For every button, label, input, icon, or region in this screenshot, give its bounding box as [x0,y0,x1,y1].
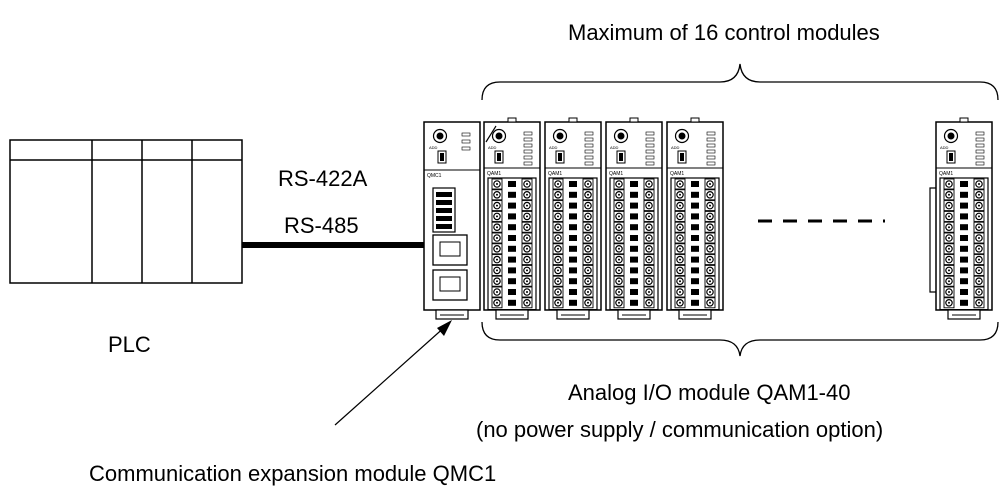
status-led [584,161,594,166]
analog-module-qam1: ADD QAM1 [483,117,541,320]
status-led [523,143,533,148]
status-led [975,137,985,142]
status-led [645,131,655,136]
status-led [523,161,533,166]
status-led [706,131,716,136]
status-led [584,131,594,136]
status-led [975,143,985,148]
status-led [706,143,716,148]
status-led [975,131,985,136]
status-led [523,137,533,142]
analog-addr-label: ADD [940,145,949,150]
analog-addr-label: ADD [610,145,619,150]
comm-module-qmc1: ADD QMC1 [423,121,481,320]
comm-module-label: QMC1 [427,173,442,179]
status-led [584,155,594,160]
status-led [645,143,655,148]
analog-addr-label: ADD [671,145,680,150]
analog-module-qam1: ADD QAM1 [544,117,602,320]
status-led [584,137,594,142]
analog-addr-label: ADD [549,145,558,150]
status-led [975,155,985,160]
top-brace [481,63,999,101]
status-led [523,149,533,154]
communication-cable [242,242,448,248]
analog-module-label: QAM1 [670,171,684,177]
rs422a-label: RS-422A [278,166,368,191]
analog-addr-label: ADD [488,145,497,150]
status-led [975,161,985,166]
analog-module-label: QAM1 [487,171,501,177]
analog-module-label-line1: Analog I/O module QAM1-40 [568,380,851,405]
comm-module-label-caption: Communication expansion module QMC1 [89,461,497,486]
analog-module-label-line2: (no power supply / communication option) [476,417,884,442]
status-led [975,149,985,154]
status-led [584,149,594,154]
analog-module-label: QAM1 [939,171,953,177]
status-led [645,155,655,160]
analog-module-label: QAM1 [548,171,562,177]
status-led [523,131,533,136]
status-led [645,137,655,142]
plc-rack [9,139,243,284]
status-led [523,155,533,160]
analog-modules: ADD QAM1 ADD QAM1 ADD QAM1 ADD QAM1 ADD QAM1 [483,117,993,320]
analog-module-label: QAM1 [609,171,623,177]
status-led [706,137,716,142]
plc-label: PLC [108,332,151,357]
analog-module-qam1: ADD QAM1 [929,117,993,320]
status-led [645,161,655,166]
status-led [706,155,716,160]
status-led [645,149,655,154]
pointer-arrowhead [437,320,452,336]
rs485-label: RS-485 [284,213,359,238]
comm-addr-label: ADD [429,145,438,150]
analog-module-qam1: ADD QAM1 [666,117,724,320]
bottom-brace [481,321,999,357]
status-led [706,149,716,154]
status-led [584,143,594,148]
max-modules-label: Maximum of 16 control modules [568,20,880,45]
pointer-line [334,324,448,426]
status-led [706,161,716,166]
analog-module-qam1: ADD QAM1 [605,117,663,320]
